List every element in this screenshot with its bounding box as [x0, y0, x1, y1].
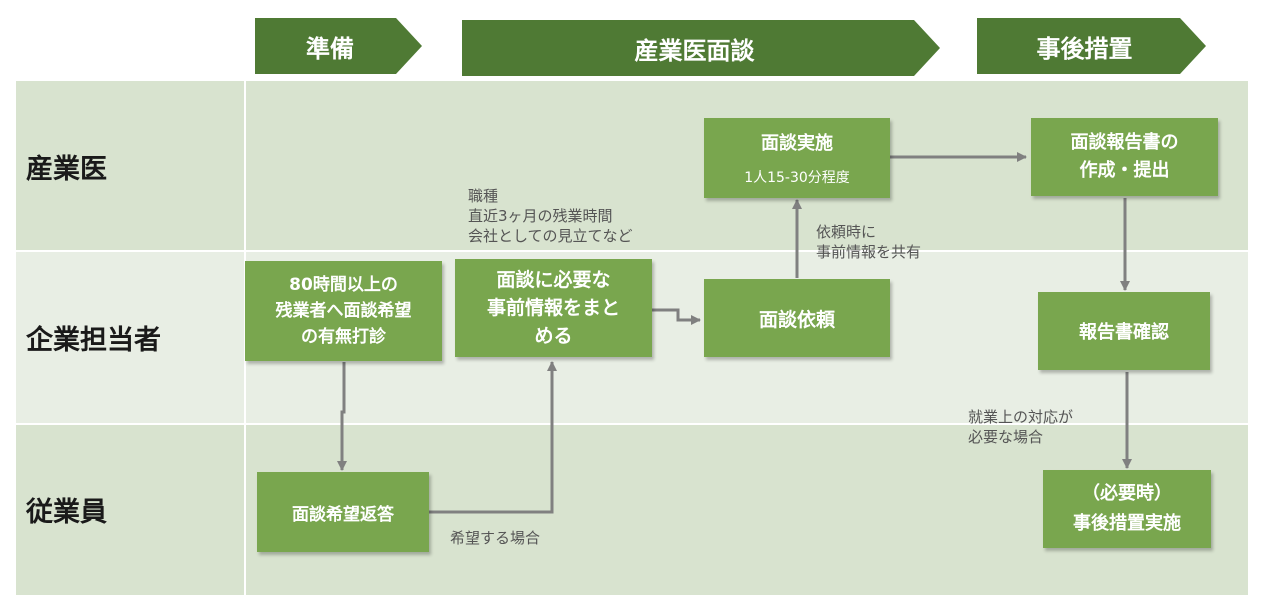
phase-arrow-interview	[462, 20, 940, 76]
note-if-wish: 希望する場合	[450, 528, 540, 548]
box-title: 面談実施	[761, 133, 833, 154]
note-prerequisite-items: 職種 直近3ヶ月の残業時間 会社としての見立てなど	[468, 186, 633, 246]
lane-label-company-staff: 企業担当者	[26, 325, 161, 356]
arrow-confirm-to-reply	[337, 362, 347, 471]
phase-label-interview: 産業医面談	[634, 36, 755, 65]
box-create-report: 面談報告書の 作成・提出	[1031, 118, 1218, 196]
lane-employee	[16, 424, 1248, 595]
lane-label-employee: 従業員	[26, 497, 107, 528]
arrow-prepare-to-request	[652, 308, 701, 325]
box-line: 面談依頼	[758, 308, 835, 331]
lane-label-industrial-physician: 産業医	[26, 153, 107, 185]
box-aftercare: （必要時） 事後措置実施	[1043, 470, 1211, 548]
phase-arrow-prep	[255, 18, 422, 74]
box-line: 面談希望返答	[292, 504, 394, 525]
box-line: （必要時）	[1082, 483, 1172, 504]
note-line: 希望する場合	[450, 529, 541, 547]
box-line: 面談に必要な	[496, 269, 611, 291]
box-line: 面談報告書の	[1070, 132, 1179, 153]
box-confirm-report: 報告書確認	[1038, 292, 1210, 370]
box-line: の有無打診	[301, 327, 386, 347]
box-line: 残業者へ面談希望	[275, 301, 412, 321]
box-line: 報告書確認	[1079, 322, 1169, 343]
note-line: 依頼時に	[816, 223, 877, 241]
box-employee-reply: 面談希望返答	[257, 472, 429, 552]
note-if-needed: 就業上の対応が 必要な場合	[968, 407, 1073, 447]
lane-separator	[16, 250, 1248, 252]
note-share-info: 依頼時に 事前情報を共有	[816, 222, 921, 262]
box-line: 事前情報をまと	[486, 297, 620, 319]
box-line: 80時間以上の	[289, 275, 398, 295]
box-line: める	[534, 325, 573, 347]
box-line: 作成・提出	[1079, 160, 1170, 181]
box-line: 事後措置実施	[1073, 513, 1181, 534]
box-prepare-info: 面談に必要な 事前情報をまと める	[455, 259, 652, 357]
note-line: 事前情報を共有	[816, 243, 922, 261]
note-line: 職種	[468, 187, 499, 205]
arrow-reply-to-prepare	[429, 361, 557, 514]
box-subtitle: 1人15-30分程度	[744, 170, 850, 186]
note-line: 就業上の対応が	[968, 408, 1074, 426]
box-conduct-interview: 面談実施 1人15-30分程度	[704, 118, 890, 198]
note-line: 必要な場合	[968, 428, 1044, 446]
box-interview-inquiry: 80時間以上の 残業者へ面談希望 の有無打診	[245, 261, 442, 361]
box-request-interview: 面談依頼	[704, 279, 890, 357]
phase-arrow-aftercare	[977, 18, 1206, 74]
note-line: 会社としての見立てなど	[468, 227, 633, 245]
note-line: 直近3ヶ月の残業時間	[468, 207, 613, 225]
lane-separator	[16, 423, 1248, 425]
phase-label-prep: 準備	[306, 34, 354, 63]
phase-label-aftercare: 事後措置	[1036, 34, 1133, 63]
